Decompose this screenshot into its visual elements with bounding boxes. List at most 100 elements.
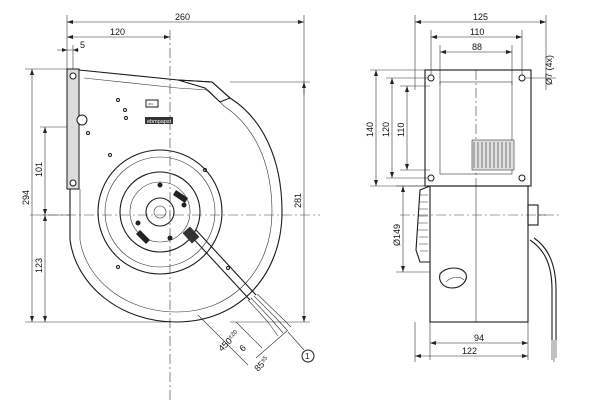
front-view: 260 120 5 294 101 123	[21, 12, 320, 400]
arrowhead	[73, 48, 78, 52]
arrowhead	[405, 164, 409, 170]
callout-leader	[287, 331, 305, 351]
dim-inlet-diameter: Ø149	[392, 224, 402, 246]
cable-wires	[247, 293, 281, 323]
arrowhead	[540, 20, 546, 24]
rotor-bolt	[181, 202, 187, 208]
arrowhead	[43, 127, 47, 133]
arrowhead	[440, 50, 446, 54]
dim-hole-diameter: Ø7 (4x)	[544, 55, 554, 85]
motor-shaft	[153, 205, 167, 219]
arrowhead	[302, 82, 306, 88]
screw-hole	[116, 265, 120, 269]
arrowhead	[62, 48, 67, 52]
motor-hub-ring	[129, 181, 191, 243]
arrowhead	[390, 172, 394, 178]
dim-outlet-height: 140	[365, 122, 375, 137]
screw-hole	[86, 131, 90, 135]
motor-shaft-hub	[145, 197, 175, 227]
rotor-bolt	[167, 235, 173, 241]
dim-upper-height: 101	[34, 162, 44, 177]
arrowhead	[431, 35, 437, 39]
arrowhead	[401, 266, 405, 272]
terminal-block	[136, 230, 150, 244]
arrowhead	[522, 354, 528, 358]
dimension-line-450	[197, 314, 249, 366]
arrowhead	[30, 316, 34, 322]
flange-hole	[518, 174, 526, 182]
arrowhead	[506, 50, 512, 54]
dim-flange-offset: 5	[80, 40, 85, 50]
flange-hole	[69, 72, 77, 80]
arrowhead	[298, 20, 304, 24]
flange-hole	[69, 179, 77, 187]
brand-logo	[145, 117, 173, 124]
dim-strip-length: 6	[237, 343, 248, 354]
cable	[189, 234, 251, 301]
arrowhead	[30, 69, 34, 75]
scroll-housing-outline	[69, 69, 283, 323]
arrowhead	[302, 316, 306, 322]
screw-hole	[124, 116, 128, 120]
inlet-ring-inner	[104, 156, 216, 268]
cable	[533, 237, 557, 340]
side-view: 125 110 88 Ø7 (4x) 140 120	[365, 12, 560, 362]
screw-hole	[226, 266, 230, 270]
scroll-housing-inner	[79, 77, 273, 313]
terminal-cap	[439, 267, 467, 289]
cable-gland	[182, 226, 200, 244]
rotor-bolt	[157, 182, 163, 188]
arrowhead	[516, 35, 522, 39]
terminal-block	[173, 190, 188, 203]
blade-lines	[473, 142, 511, 168]
callout-number: 1	[305, 352, 310, 361]
arrowhead	[164, 35, 170, 39]
arrowhead	[67, 35, 73, 39]
dim-height-left: 294	[21, 190, 31, 205]
arrowhead	[415, 20, 421, 24]
dimension-line-6	[235, 321, 263, 349]
brand-logo-text: ebmpapst	[147, 119, 172, 125]
cable-leads	[267, 315, 292, 337]
label-arrow-box	[145, 99, 159, 108]
arrowhead	[415, 354, 421, 358]
arrowhead	[390, 78, 394, 84]
arrowhead	[43, 316, 47, 322]
rotor-bolt	[135, 220, 141, 226]
dim-hole-spacing: 110	[470, 27, 484, 37]
flange-hole	[427, 74, 435, 82]
impeller-blades	[471, 139, 515, 171]
dim-side-overall-width: 125	[473, 12, 488, 22]
dim-height-right: 281	[293, 193, 303, 208]
dim-overall-width: 260	[175, 12, 190, 22]
flange-hole	[518, 74, 526, 82]
dim-lower-height: 123	[34, 258, 44, 273]
motor-rotor	[119, 171, 201, 253]
cable	[529, 239, 553, 340]
arrowhead	[522, 341, 528, 345]
dim-inlet-offset: 120	[110, 27, 125, 37]
dim-bottom-overall: 122	[462, 346, 477, 356]
callout-circle	[301, 349, 315, 363]
arrow-glyph: ⇦	[148, 102, 153, 108]
inlet-ribs	[418, 194, 428, 252]
dim-outlet-inner-2: 110	[396, 123, 406, 137]
mounting-flange	[66, 68, 80, 190]
inlet-nozzle	[415, 185, 431, 263]
inlet-ring-outer	[97, 149, 223, 275]
flange-hole	[427, 174, 435, 182]
outlet-lip	[177, 79, 232, 103]
screw-hole	[123, 108, 127, 112]
cable	[195, 229, 257, 296]
dim-lead-length: 85±5	[252, 354, 271, 373]
dimension-line-85	[255, 329, 289, 359]
arrowhead	[43, 209, 47, 215]
cable-leads	[551, 340, 557, 362]
screw-hole	[108, 153, 112, 157]
arrowhead	[401, 186, 405, 192]
dim-outlet-width: 88	[472, 42, 482, 52]
arrowhead	[430, 341, 436, 345]
housing-body	[429, 185, 529, 323]
terminal-cap-detail	[445, 276, 465, 283]
